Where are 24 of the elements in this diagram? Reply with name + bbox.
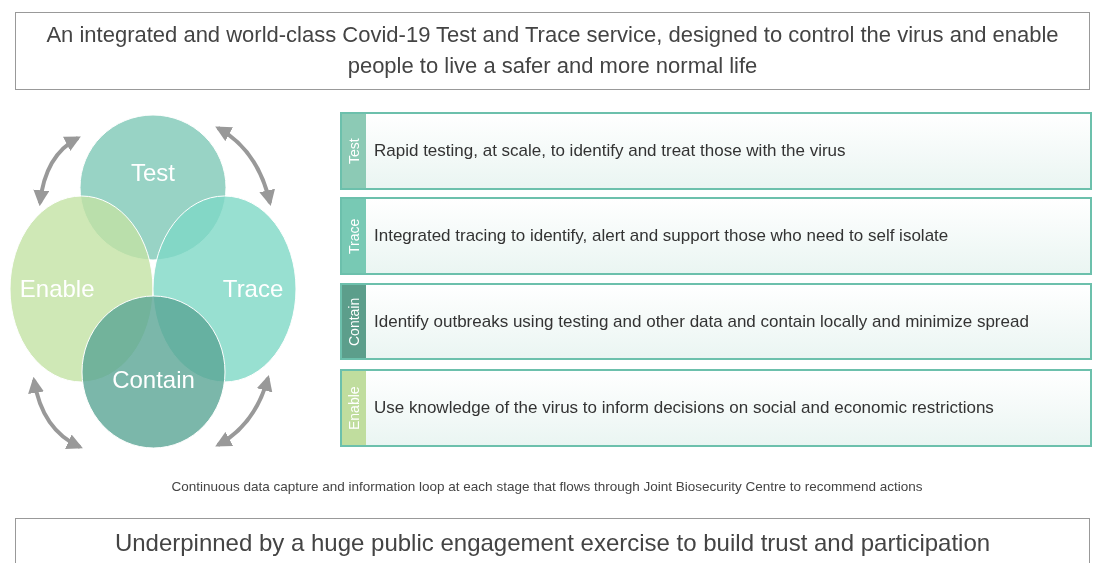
row-tab: Test: [342, 114, 366, 188]
venn-circle: [81, 295, 226, 449]
row-description: Rapid testing, at scale, to identify and treat those with the virus: [374, 140, 846, 162]
curved-double-arrow: [215, 126, 275, 207]
row-panel: [340, 369, 1092, 447]
row-description: Use knowledge of the virus to inform decisions on social and economic restrictions: [374, 397, 994, 419]
heading-banner: Underpinned by a huge public engagement exercise to build trust and participation: [15, 518, 1090, 563]
heading-banner: An integrated and world-class Covid-19 Test and Trace service, designed to control the virus and enable people to live a safer and more normal life: [15, 12, 1090, 90]
row-panel: [340, 283, 1092, 360]
venn-label: Contain: [112, 365, 195, 394]
curved-double-arrow: [215, 374, 272, 447]
venn-label: Enable: [19, 275, 95, 303]
row-tab: Trace: [342, 199, 366, 273]
row-panel: [340, 112, 1092, 190]
curved-double-arrow: [28, 376, 83, 449]
row-panel: [340, 197, 1092, 275]
row-description: Identify outbreaks using testing and other data and contain locally and minimize spread: [374, 310, 1029, 333]
note-text: Continuous data capture and information loop at each stage that flows through Joint Biosecurity Centre to recommend actions: [170, 479, 924, 494]
venn-label: Trace: [222, 275, 284, 303]
row-tab: Contain: [342, 285, 366, 358]
row-description: Integrated tracing to identify, alert and support those who need to self isolate: [374, 225, 949, 247]
row-tab: Enable: [342, 371, 366, 445]
venn-label: Test: [131, 159, 175, 187]
curved-double-arrow: [33, 136, 81, 207]
